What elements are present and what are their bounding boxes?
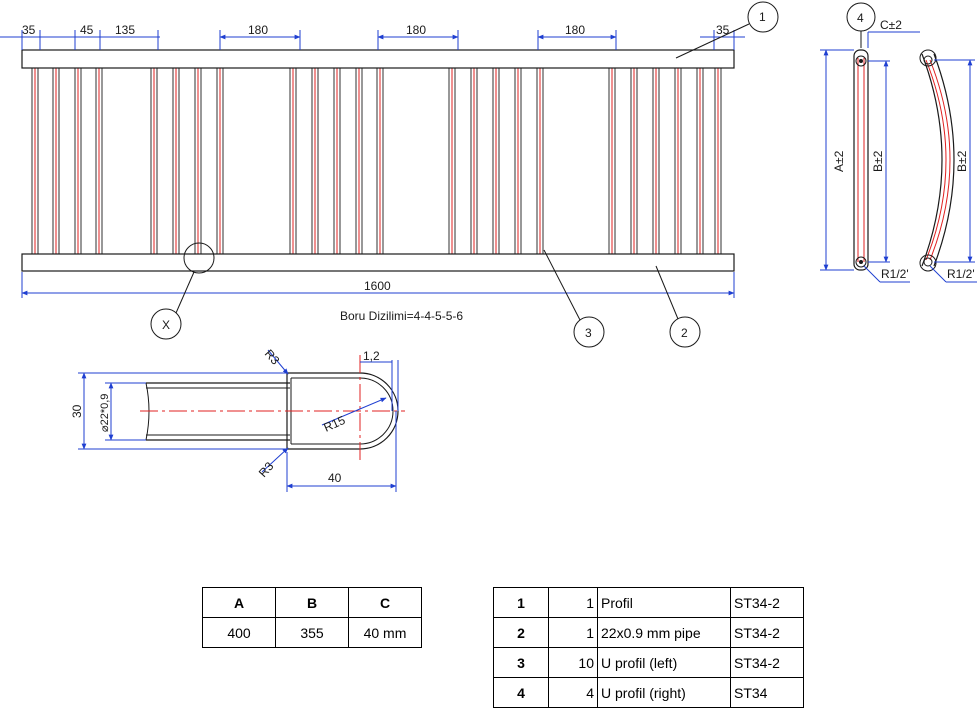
- spacing-dimension-lines: [0, 30, 745, 50]
- table-row: 1 1 Profil ST34-2: [493, 587, 804, 618]
- parts-list-table: 1 1 Profil ST34-2 2 1 22x0.9 mm pipe ST3…: [493, 587, 804, 708]
- part-desc: U profil (right): [597, 677, 731, 708]
- detail-pipe-dia: ⌀22*0,9: [99, 394, 111, 432]
- front-view: 35 45 135 180 180 180 35 1600 Boru Dizil…: [0, 1, 779, 348]
- detail-wall: 1,2: [363, 349, 380, 363]
- part-material: ST34-2: [730, 617, 804, 648]
- dim-45: 45: [80, 23, 94, 37]
- part-material: ST34-2: [730, 647, 804, 678]
- dim-1600: 1600: [364, 279, 391, 293]
- part-qty: 10: [548, 647, 598, 678]
- part-desc: U profil (left): [597, 647, 731, 678]
- dim-35-right: 35: [716, 23, 730, 37]
- part-material: ST34: [730, 677, 804, 708]
- balloon-x-label: X: [162, 318, 170, 332]
- dim-c: C±2: [880, 18, 902, 32]
- balloon-1-label: 1: [759, 10, 766, 24]
- dim-35-left: 35: [22, 23, 36, 37]
- detail-length: 40: [328, 471, 342, 485]
- balloon-3: [573, 316, 605, 348]
- detail-r3-bottom: R3: [256, 459, 277, 480]
- value-a: 400: [202, 617, 276, 648]
- part-material: ST34-2: [730, 587, 804, 618]
- part-desc: Profil: [597, 587, 731, 618]
- radiator-tubes: [31, 68, 722, 254]
- detail-height: 30: [70, 404, 84, 418]
- part-qty: 4: [548, 677, 598, 708]
- top-profile: [21, 49, 735, 69]
- balloon-1: [747, 1, 779, 33]
- dim-180-c: 180: [565, 23, 585, 37]
- detail-x-view: R3 R3 1,2 30 ⌀22*0,9 R15 40: [70, 347, 405, 492]
- balloon-x: [150, 308, 182, 340]
- table-row: 4 4 U profil (right) ST34: [493, 677, 804, 708]
- thread-straight: R1/2': [881, 267, 909, 281]
- part-no: 2: [493, 617, 549, 648]
- part-no: 3: [493, 647, 549, 678]
- balloon-4-label: 4: [857, 11, 864, 25]
- detail-circle-x: [183, 242, 215, 274]
- value-c: 40 mm: [348, 617, 422, 648]
- side-view-curved: B±2 R1/2': [919, 49, 977, 283]
- part-no: 1: [493, 587, 549, 618]
- dim-135: 135: [115, 23, 135, 37]
- part-desc: 22x0.9 mm pipe: [597, 617, 731, 648]
- dim-a: A±2: [832, 150, 846, 172]
- value-b: 355: [275, 617, 349, 648]
- part-qty: 1: [548, 587, 598, 618]
- overall-width-dimension: [21, 272, 735, 298]
- table-row: 3 10 U profil (left) ST34-2: [493, 647, 804, 678]
- balloon-3-label: 3: [585, 326, 592, 340]
- balloon-2: [669, 316, 701, 348]
- part-no: 4: [493, 677, 549, 708]
- header-c: C: [348, 587, 422, 618]
- header-b: B: [275, 587, 349, 618]
- part-qty: 1: [548, 617, 598, 648]
- dim-b-curved: B±2: [955, 150, 969, 172]
- bottom-profile: [21, 253, 735, 272]
- dim-180-a: 180: [248, 23, 268, 37]
- pipe-layout-note: Boru Dizilimi=4-4-5-5-6: [340, 309, 463, 323]
- balloon-2-label: 2: [681, 326, 688, 340]
- dim-180-b: 180: [406, 23, 426, 37]
- side-view-straight: 4 C±2 A±2 B±2 R1/2': [820, 2, 920, 283]
- header-a: A: [202, 587, 276, 618]
- thread-curved: R1/2': [947, 267, 975, 281]
- table-row: 2 1 22x0.9 mm pipe ST34-2: [493, 617, 804, 648]
- dimensions-table: A B C 400 355 40 mm: [202, 587, 422, 648]
- dim-b-straight: B±2: [871, 150, 885, 172]
